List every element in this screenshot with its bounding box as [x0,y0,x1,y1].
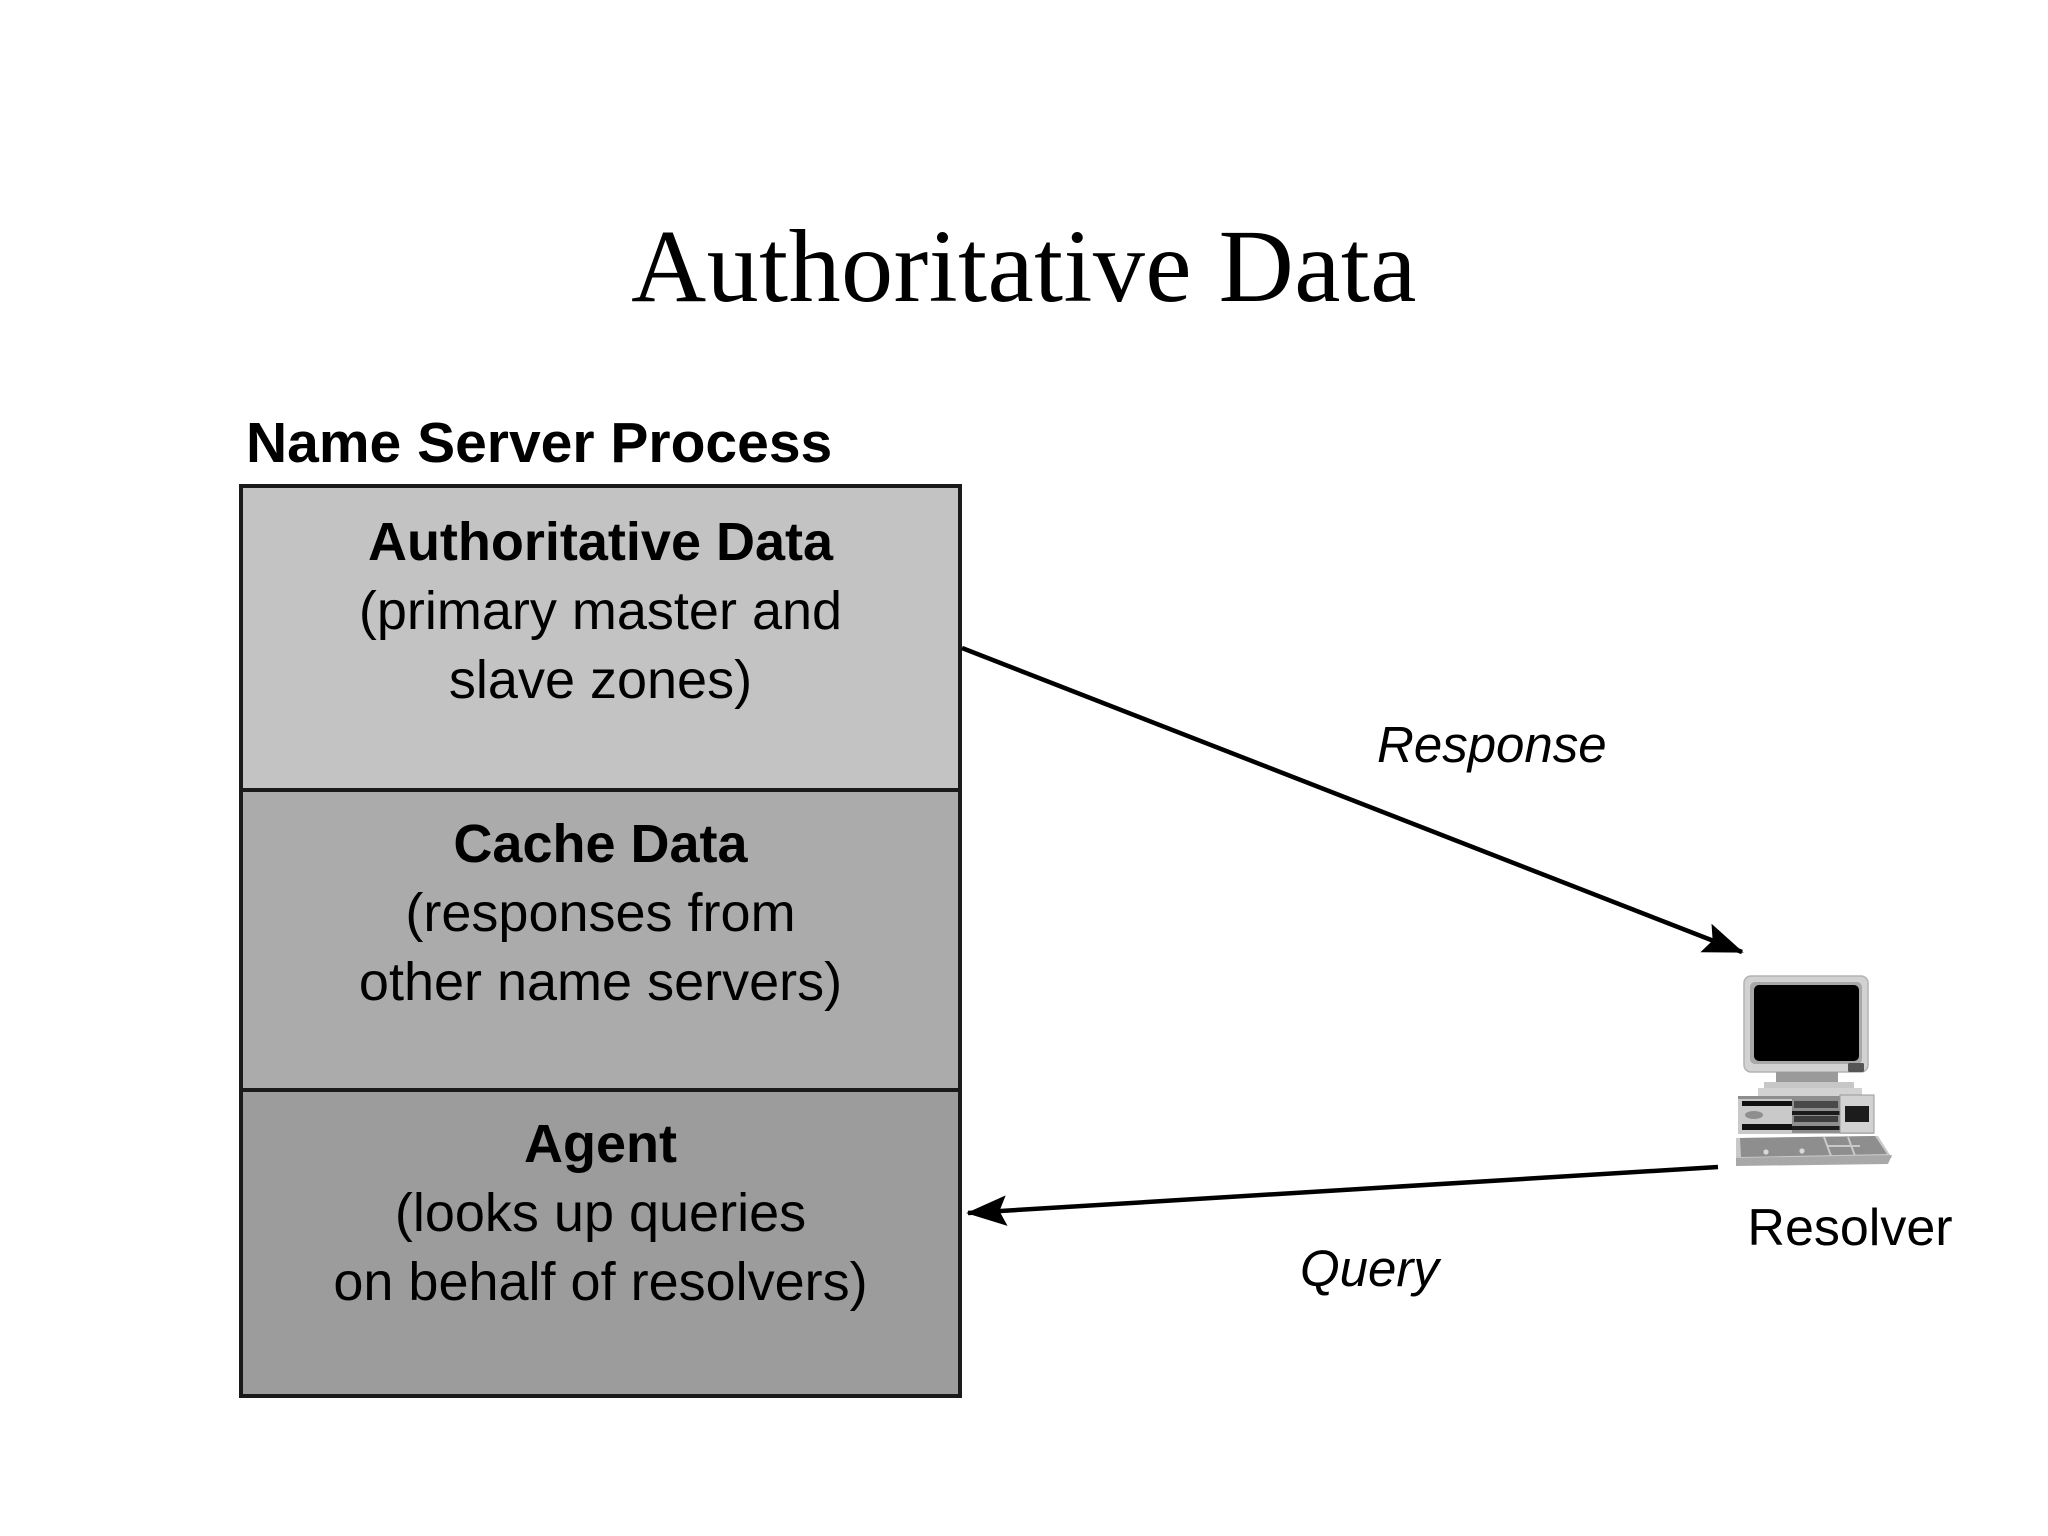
query-arrow [966,1164,1719,1226]
authoritative-data-box: Authoritative Data (primary master and s… [243,488,958,788]
query-arrow-label: Query [1300,1240,1439,1297]
desktop-computer-icon [1736,975,1892,1166]
cache-data-line-1: (responses from [405,883,796,944]
authoritative-data-line-2: slave zones) [448,650,753,711]
resolver-label: Resolver [1747,1199,1953,1257]
agent-line-1: (looks up queries [394,1183,807,1244]
resolver-group [1736,968,1956,1168]
cache-data-box: Cache Data (responses from other name se… [243,788,958,1088]
agent-heading: Agent [524,1114,677,1174]
authoritative-data-heading: Authoritative Data [367,512,834,572]
agent-line-2: on behalf of resolvers) [333,1252,868,1313]
agent-box: Agent (looks up queries on behalf of res… [243,1088,958,1394]
name-server-process-caption: Name Server Process [246,411,833,475]
response-arrow [961,645,1744,955]
page-title: Authoritative Data [631,209,1417,324]
cache-data-line-2: other name servers) [358,952,843,1013]
cache-data-heading: Cache Data [453,814,748,874]
authoritative-data-line-1: (primary master and [358,581,843,642]
response-arrow-label: Response [1377,716,1607,773]
name-server-process-stack: Authoritative Data (primary master and s… [239,484,962,1398]
